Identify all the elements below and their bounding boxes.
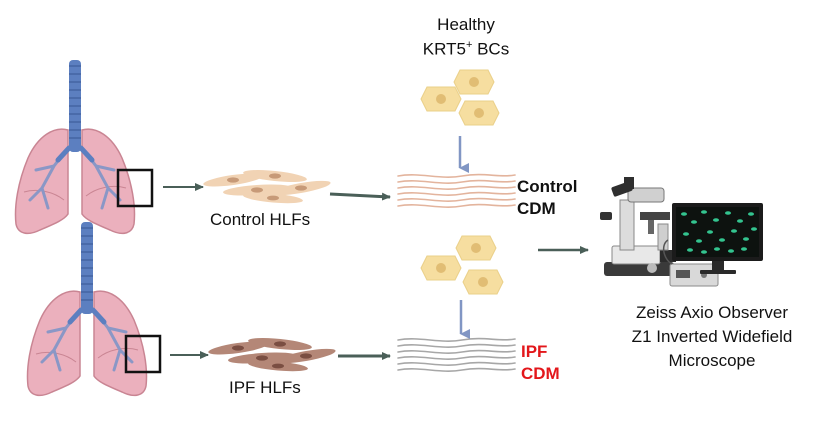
microscope-icon: [600, 177, 676, 276]
lung-selection-box-control: [116, 168, 154, 208]
screen-cells: [681, 210, 757, 254]
microscope-label: Zeiss Axio Observer Z1 Inverted Widefiel…: [631, 303, 793, 370]
monitor-icon: [672, 203, 763, 274]
lung-icon-control: [16, 60, 135, 233]
fibroblast-icon-ipf: [207, 335, 337, 374]
arrow-control-hlfs-to-matrix: [329, 192, 391, 201]
matrix-fibers-icon-ipf: [397, 337, 516, 372]
control-hlfs-label: Control HLFs: [210, 210, 311, 229]
ipf-cdm-label: IPF CDM: [521, 342, 560, 383]
lung-icon-ipf: [28, 222, 147, 395]
basal-cell-icon-top: [420, 69, 500, 126]
ipf-hlfs-label: IPF HLFs: [229, 378, 301, 397]
basal-cell-icon-bottom: [420, 235, 504, 295]
healthy-bcs-label: Healthy KRT5+ BCs: [422, 15, 510, 59]
control-cdm-label: Control CDM: [517, 177, 578, 218]
fibroblast-icon-control: [202, 167, 332, 206]
lung-selection-box-ipf: [124, 334, 162, 374]
matrix-fibers-icon-control: [397, 173, 516, 208]
